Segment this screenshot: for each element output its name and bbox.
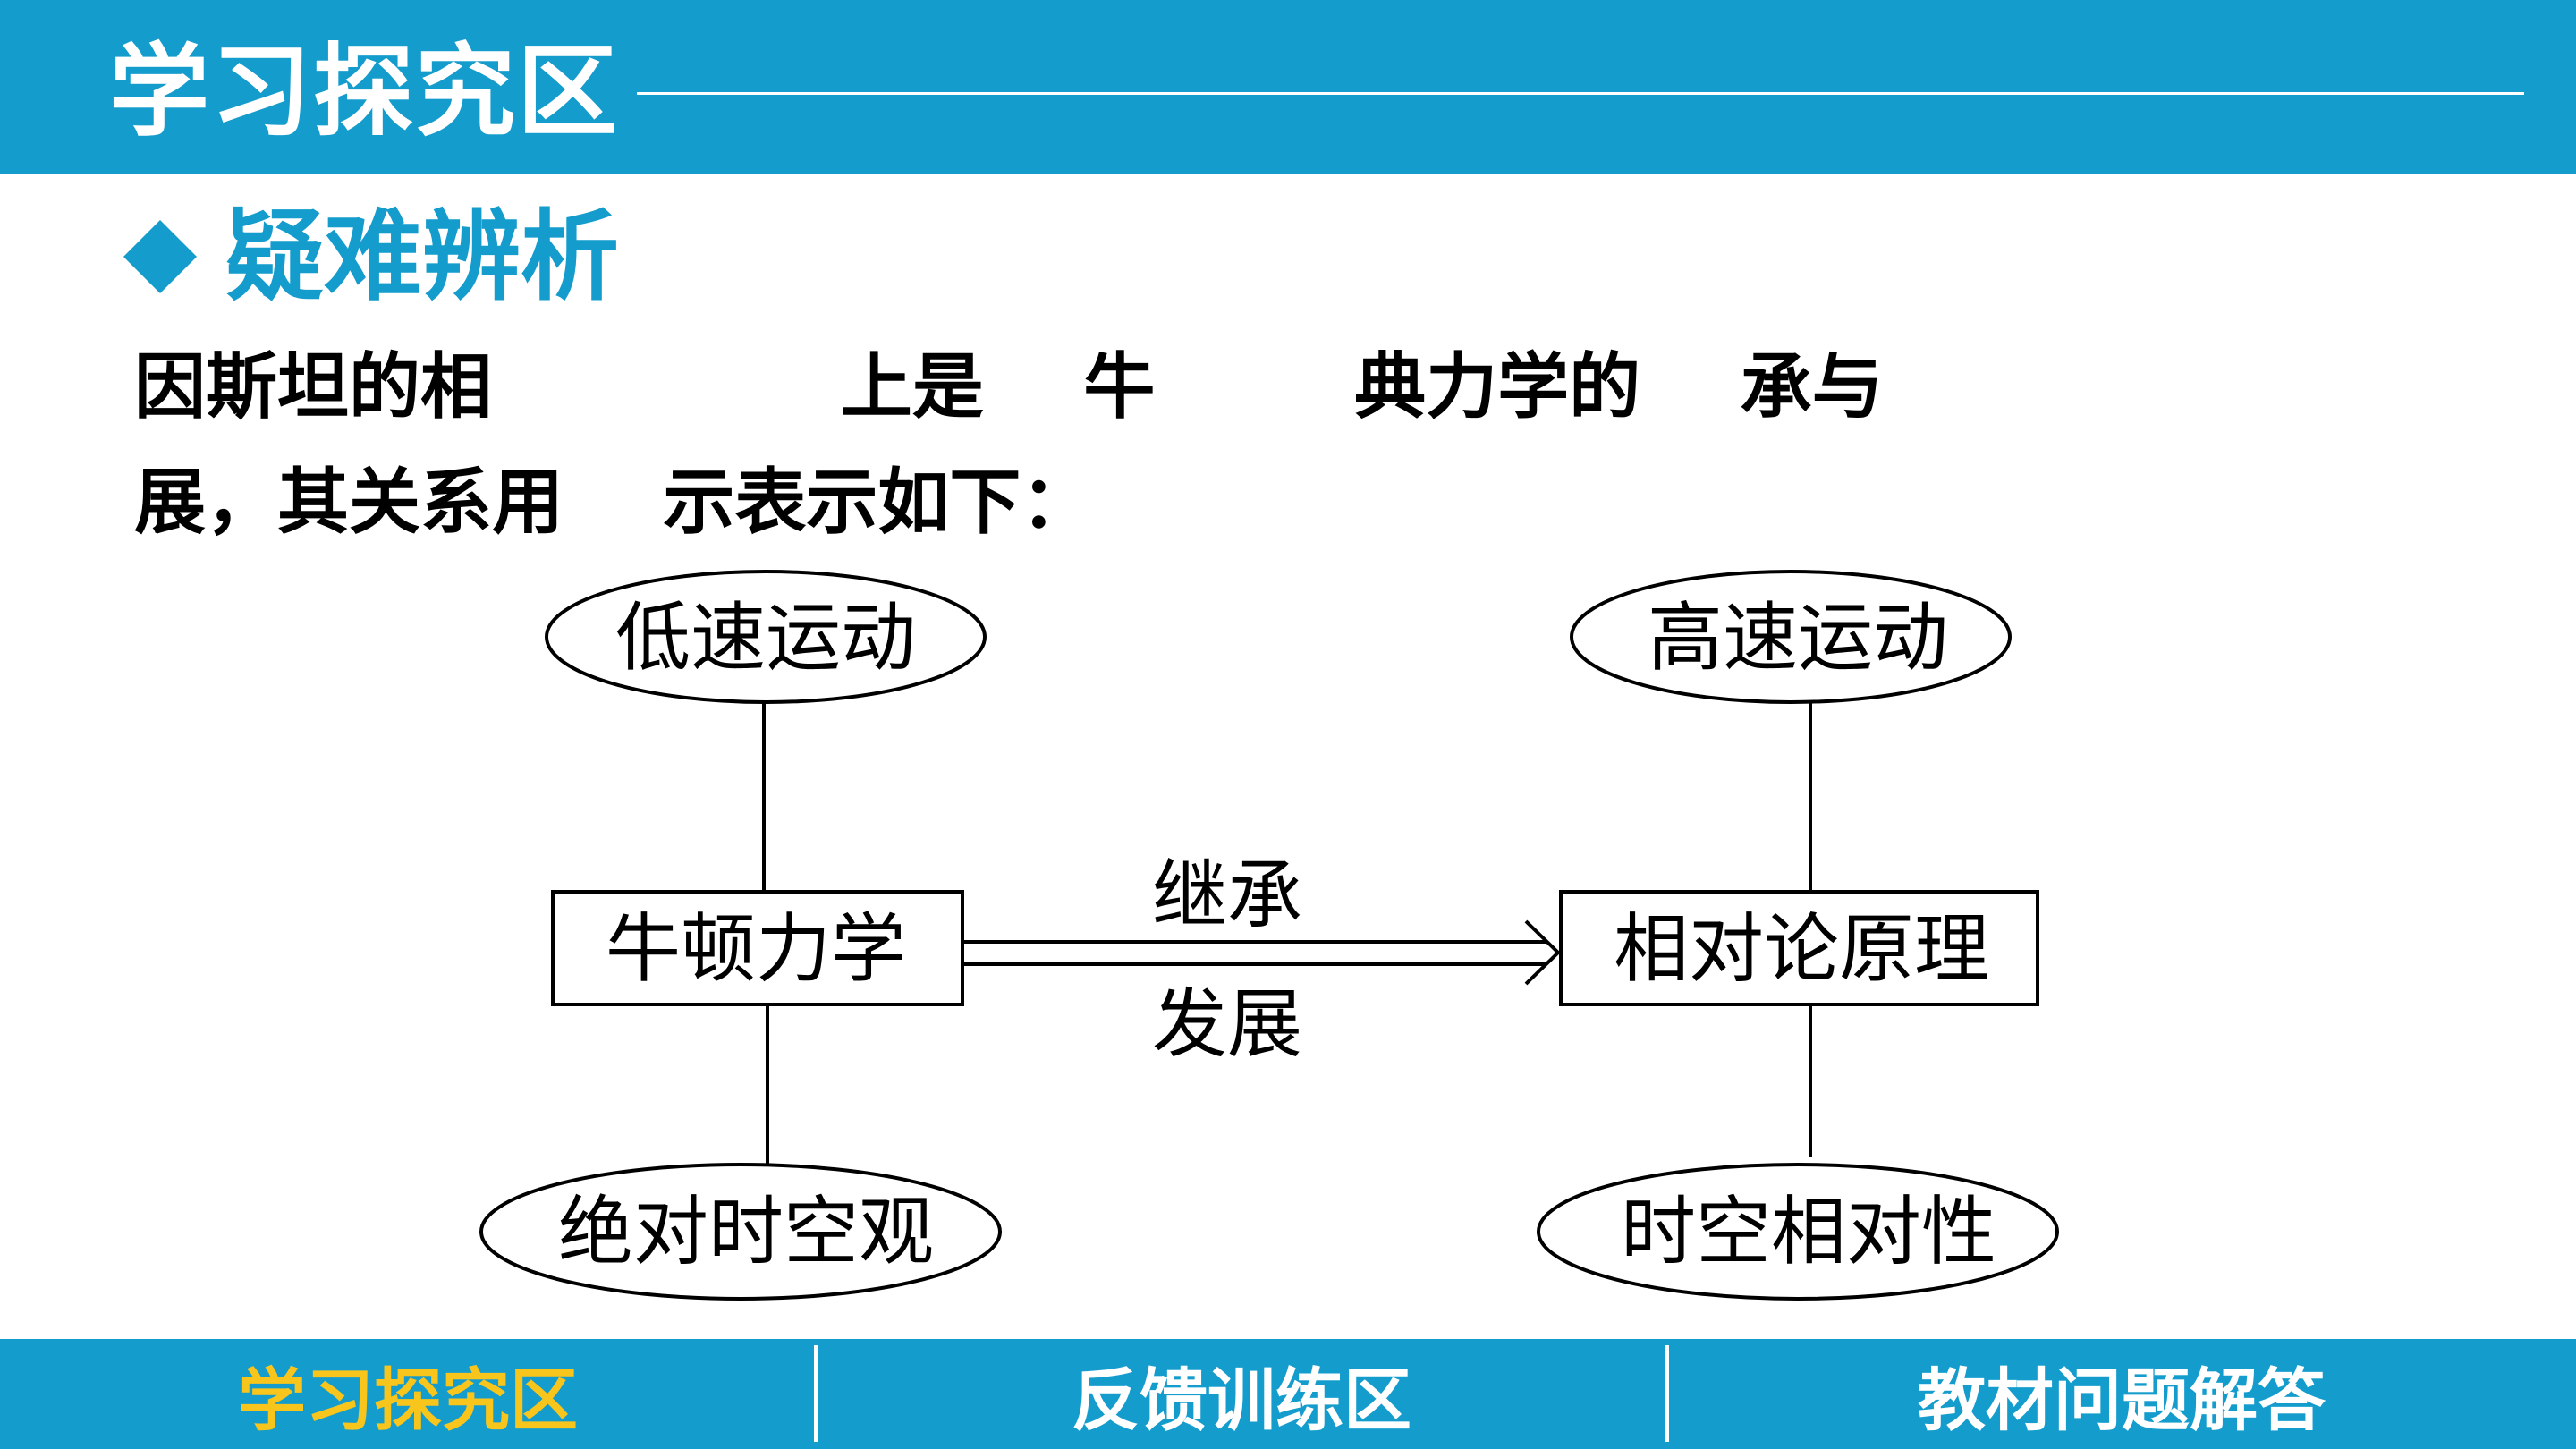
ellipse-spacetime-relativity [1537, 1163, 2059, 1301]
box-relativity-principle [1559, 890, 2039, 1006]
label-absolute-spacetime: 绝对时空观 [558, 1188, 934, 1275]
tab-textbook-answers[interactable]: 教材问题解答 [1918, 1360, 2326, 1440]
label-spacetime-relativity: 时空相对性 [1621, 1188, 1996, 1275]
ellipse-high-speed [1570, 570, 2012, 704]
label-low-speed: 低速运动 [615, 594, 916, 682]
box-newtonian-mechanics [551, 890, 964, 1006]
label-newtonian-mechanics: 牛顿力学 [606, 905, 906, 993]
label-inherit: 继承 [1152, 852, 1302, 939]
header-title: 学习探究区 [109, 34, 619, 150]
footer-nav: 学习探究区 反馈训练区 教材问题解答 [0, 1339, 2576, 1449]
paragraph-line-2: 展，其关系用 示表示如下： [134, 461, 1093, 544]
section-heading: 疑难辨析 [123, 199, 619, 315]
paragraph-line-1: 因斯坦的相 上是 牛 典力学的 承与 [134, 345, 1884, 428]
label-develop: 发展 [1152, 980, 1302, 1068]
tab-feedback-area[interactable]: 反馈训练区 [1072, 1360, 1411, 1440]
tab-study-area[interactable]: 学习探究区 [238, 1360, 578, 1440]
ellipse-absolute-spacetime [479, 1163, 1002, 1301]
section-title: 疑难辨析 [225, 199, 619, 314]
footer-divider [814, 1345, 818, 1442]
ellipse-low-speed [545, 570, 987, 704]
label-high-speed: 高速运动 [1648, 594, 1948, 682]
header-bar: 学习探究区 [0, 0, 2576, 174]
footer-divider [1665, 1345, 1669, 1442]
arrow-head [1524, 919, 1561, 986]
label-relativity-principle: 相对论原理 [1614, 905, 1989, 993]
header-divider [637, 92, 2524, 95]
